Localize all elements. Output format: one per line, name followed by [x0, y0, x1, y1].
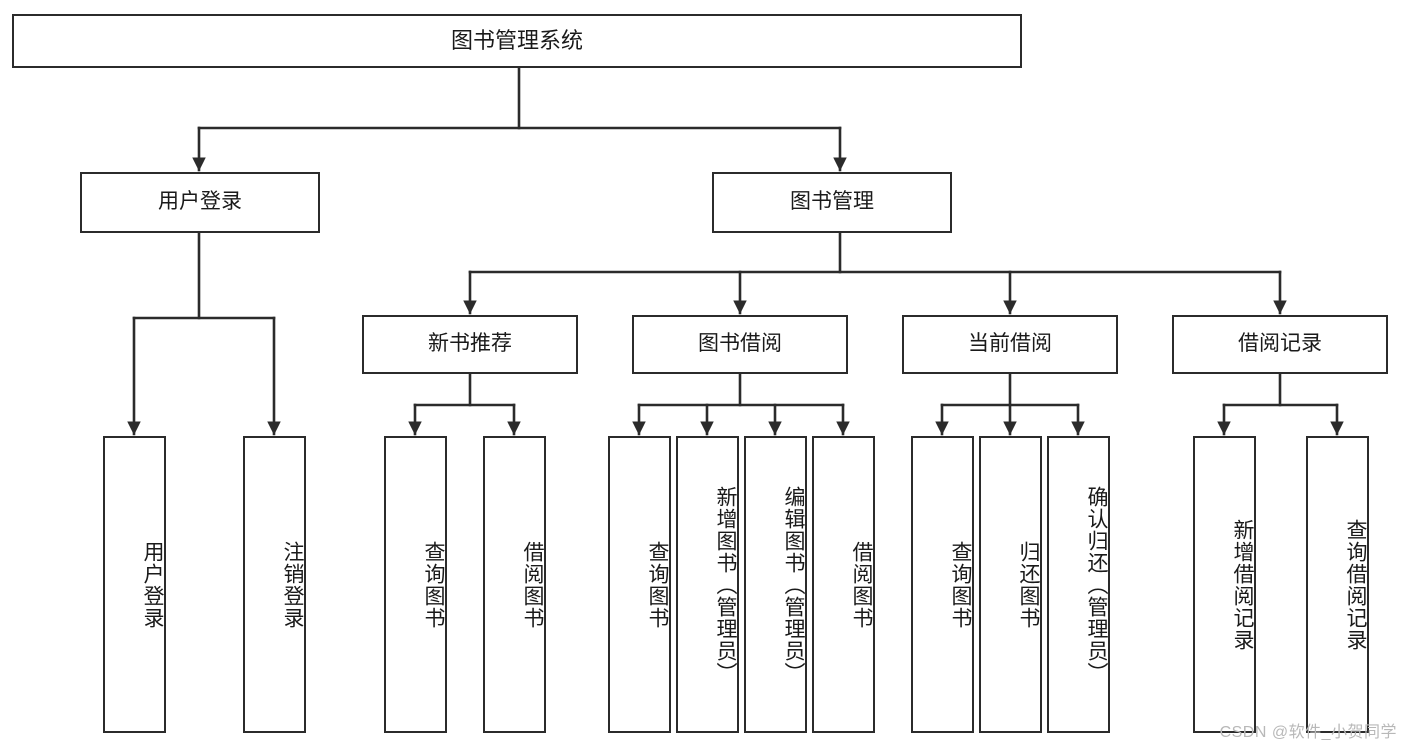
- node-borrow-record[interactable]: 借阅记录: [1172, 315, 1388, 374]
- node-label: 查询图书: [646, 540, 669, 629]
- node-label: 图书管理系统: [450, 28, 583, 54]
- node-label: 新增借阅记录: [1231, 518, 1254, 651]
- node-label: 借阅图书: [521, 540, 544, 629]
- node-label: 当前借阅: [968, 332, 1052, 356]
- node-book-management[interactable]: 图书管理: [712, 172, 952, 233]
- node-label: 图书管理: [790, 190, 874, 214]
- node-leaf-query-book-1[interactable]: 查询图书: [384, 436, 447, 733]
- node-leaf-borrow-book-1[interactable]: 借阅图书: [483, 436, 546, 733]
- node-leaf-logout-login[interactable]: 注销登录: [243, 436, 306, 733]
- node-label: 查询图书: [949, 540, 972, 629]
- node-label: 新书推荐: [428, 332, 512, 356]
- node-leaf-query-record[interactable]: 查询借阅记录: [1306, 436, 1369, 733]
- node-leaf-confirm-return[interactable]: 确认归还（管理员）: [1047, 436, 1110, 733]
- node-leaf-user-login[interactable]: 用户登录: [103, 436, 166, 733]
- node-new-book-recommend[interactable]: 新书推荐: [362, 315, 578, 374]
- node-label: 确认归还（管理员）: [1085, 485, 1108, 684]
- node-label: 归还图书: [1017, 540, 1040, 629]
- node-label: 用户登录: [158, 190, 242, 214]
- node-label: 借阅图书: [850, 540, 873, 629]
- node-leaf-edit-book[interactable]: 编辑图书（管理员）: [744, 436, 807, 733]
- node-leaf-add-record[interactable]: 新增借阅记录: [1193, 436, 1256, 733]
- node-root-book-management-system[interactable]: 图书管理系统: [12, 14, 1022, 68]
- csdn-watermark: CSDN @软件_小贺同学: [1219, 724, 1397, 741]
- node-label: 注销登录: [281, 540, 304, 629]
- node-leaf-query-book-2[interactable]: 查询图书: [608, 436, 671, 733]
- node-label: 图书借阅: [698, 332, 782, 356]
- node-label: 查询借阅记录: [1344, 518, 1367, 651]
- node-leaf-return-book[interactable]: 归还图书: [979, 436, 1042, 733]
- node-leaf-add-book[interactable]: 新增图书（管理员）: [676, 436, 739, 733]
- node-current-borrow[interactable]: 当前借阅: [902, 315, 1118, 374]
- node-book-borrow[interactable]: 图书借阅: [632, 315, 848, 374]
- node-leaf-borrow-book-2[interactable]: 借阅图书: [812, 436, 875, 733]
- node-label: 查询图书: [422, 540, 445, 629]
- node-label: 编辑图书（管理员）: [782, 485, 805, 684]
- node-label: 用户登录: [141, 540, 164, 629]
- node-label: 借阅记录: [1238, 332, 1322, 356]
- node-leaf-query-book-3[interactable]: 查询图书: [911, 436, 974, 733]
- node-label: 新增图书（管理员）: [714, 485, 737, 684]
- node-user-login[interactable]: 用户登录: [80, 172, 320, 233]
